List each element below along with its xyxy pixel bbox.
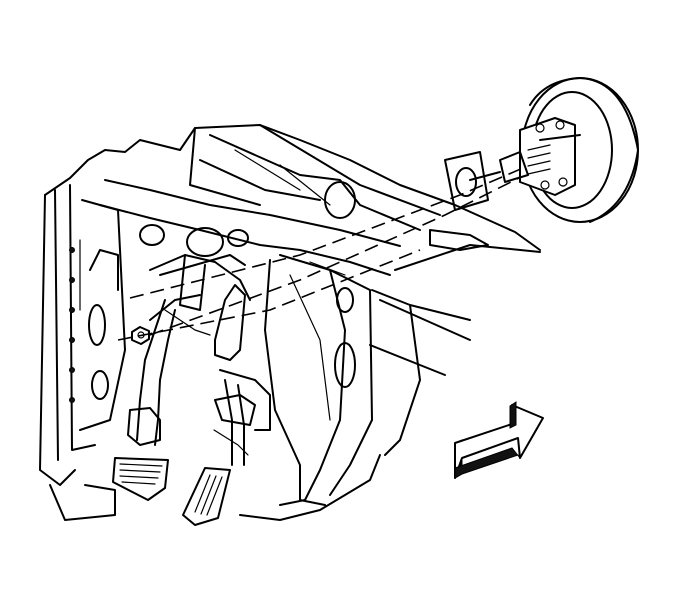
brake-pedal (112, 299, 176, 501)
vacuum-brake-booster (444, 77, 639, 223)
accelerator-pedal (182, 379, 249, 526)
dash-panel (39, 124, 541, 521)
direction-arrow (454, 401, 544, 479)
brake-pedal-bracket (149, 254, 271, 431)
alignment-lines (117, 164, 531, 341)
